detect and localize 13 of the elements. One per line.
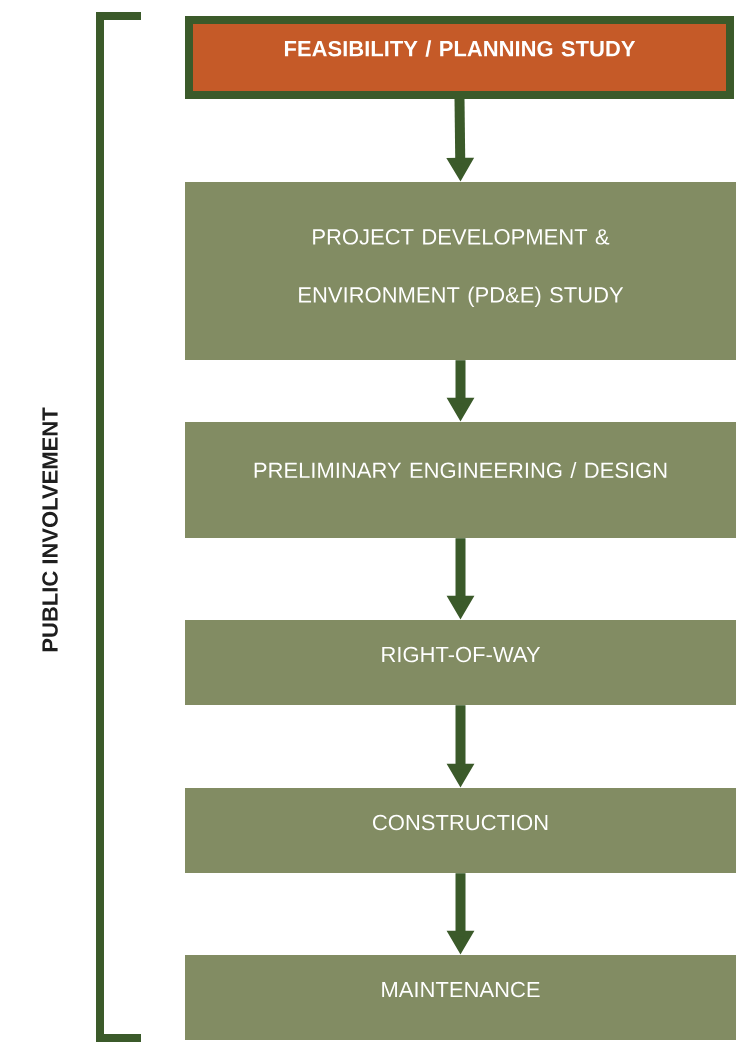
node-label: FEASIBILITY / PLANNING STUDY: [284, 40, 636, 57]
process-box: [185, 955, 736, 1040]
node-label: PRELIMINARY ENGINEERING / DESIGN: [254, 461, 667, 479]
process-box: [185, 422, 736, 538]
process-box: [185, 182, 736, 360]
node-label: CONSTRUCTION: [373, 814, 548, 831]
node-label: PROJECT DEVELOPMENT & ENVIRONMENT (PD&E) STUDY: [299, 229, 624, 307]
node-label: RIGHT-OF-WAY: [382, 646, 541, 663]
side-label: PUBLIC INVOLVEMENT: [42, 407, 58, 652]
node-label: MAINTENANCE: [382, 981, 540, 998]
process-box: [185, 788, 736, 873]
title-box: [185, 16, 734, 99]
process-box: [185, 620, 736, 705]
